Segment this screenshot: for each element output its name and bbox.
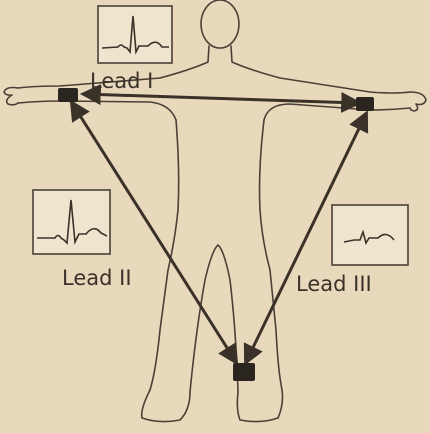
lead-i-trace-box	[98, 6, 172, 63]
lead-ii-label: Lead II	[62, 266, 132, 290]
leg-electrode	[233, 363, 255, 381]
lead-iii-frame	[332, 205, 408, 265]
lead-ii-trace-box	[33, 190, 110, 254]
lead-iii-trace-box	[332, 205, 408, 265]
lead-iii-label: Lead III	[296, 272, 372, 296]
left-arm-electrode	[58, 88, 78, 102]
right-arm-electrode	[356, 97, 374, 111]
lead-i-label: Lead I	[90, 69, 153, 93]
lead-ii-frame	[33, 190, 110, 254]
